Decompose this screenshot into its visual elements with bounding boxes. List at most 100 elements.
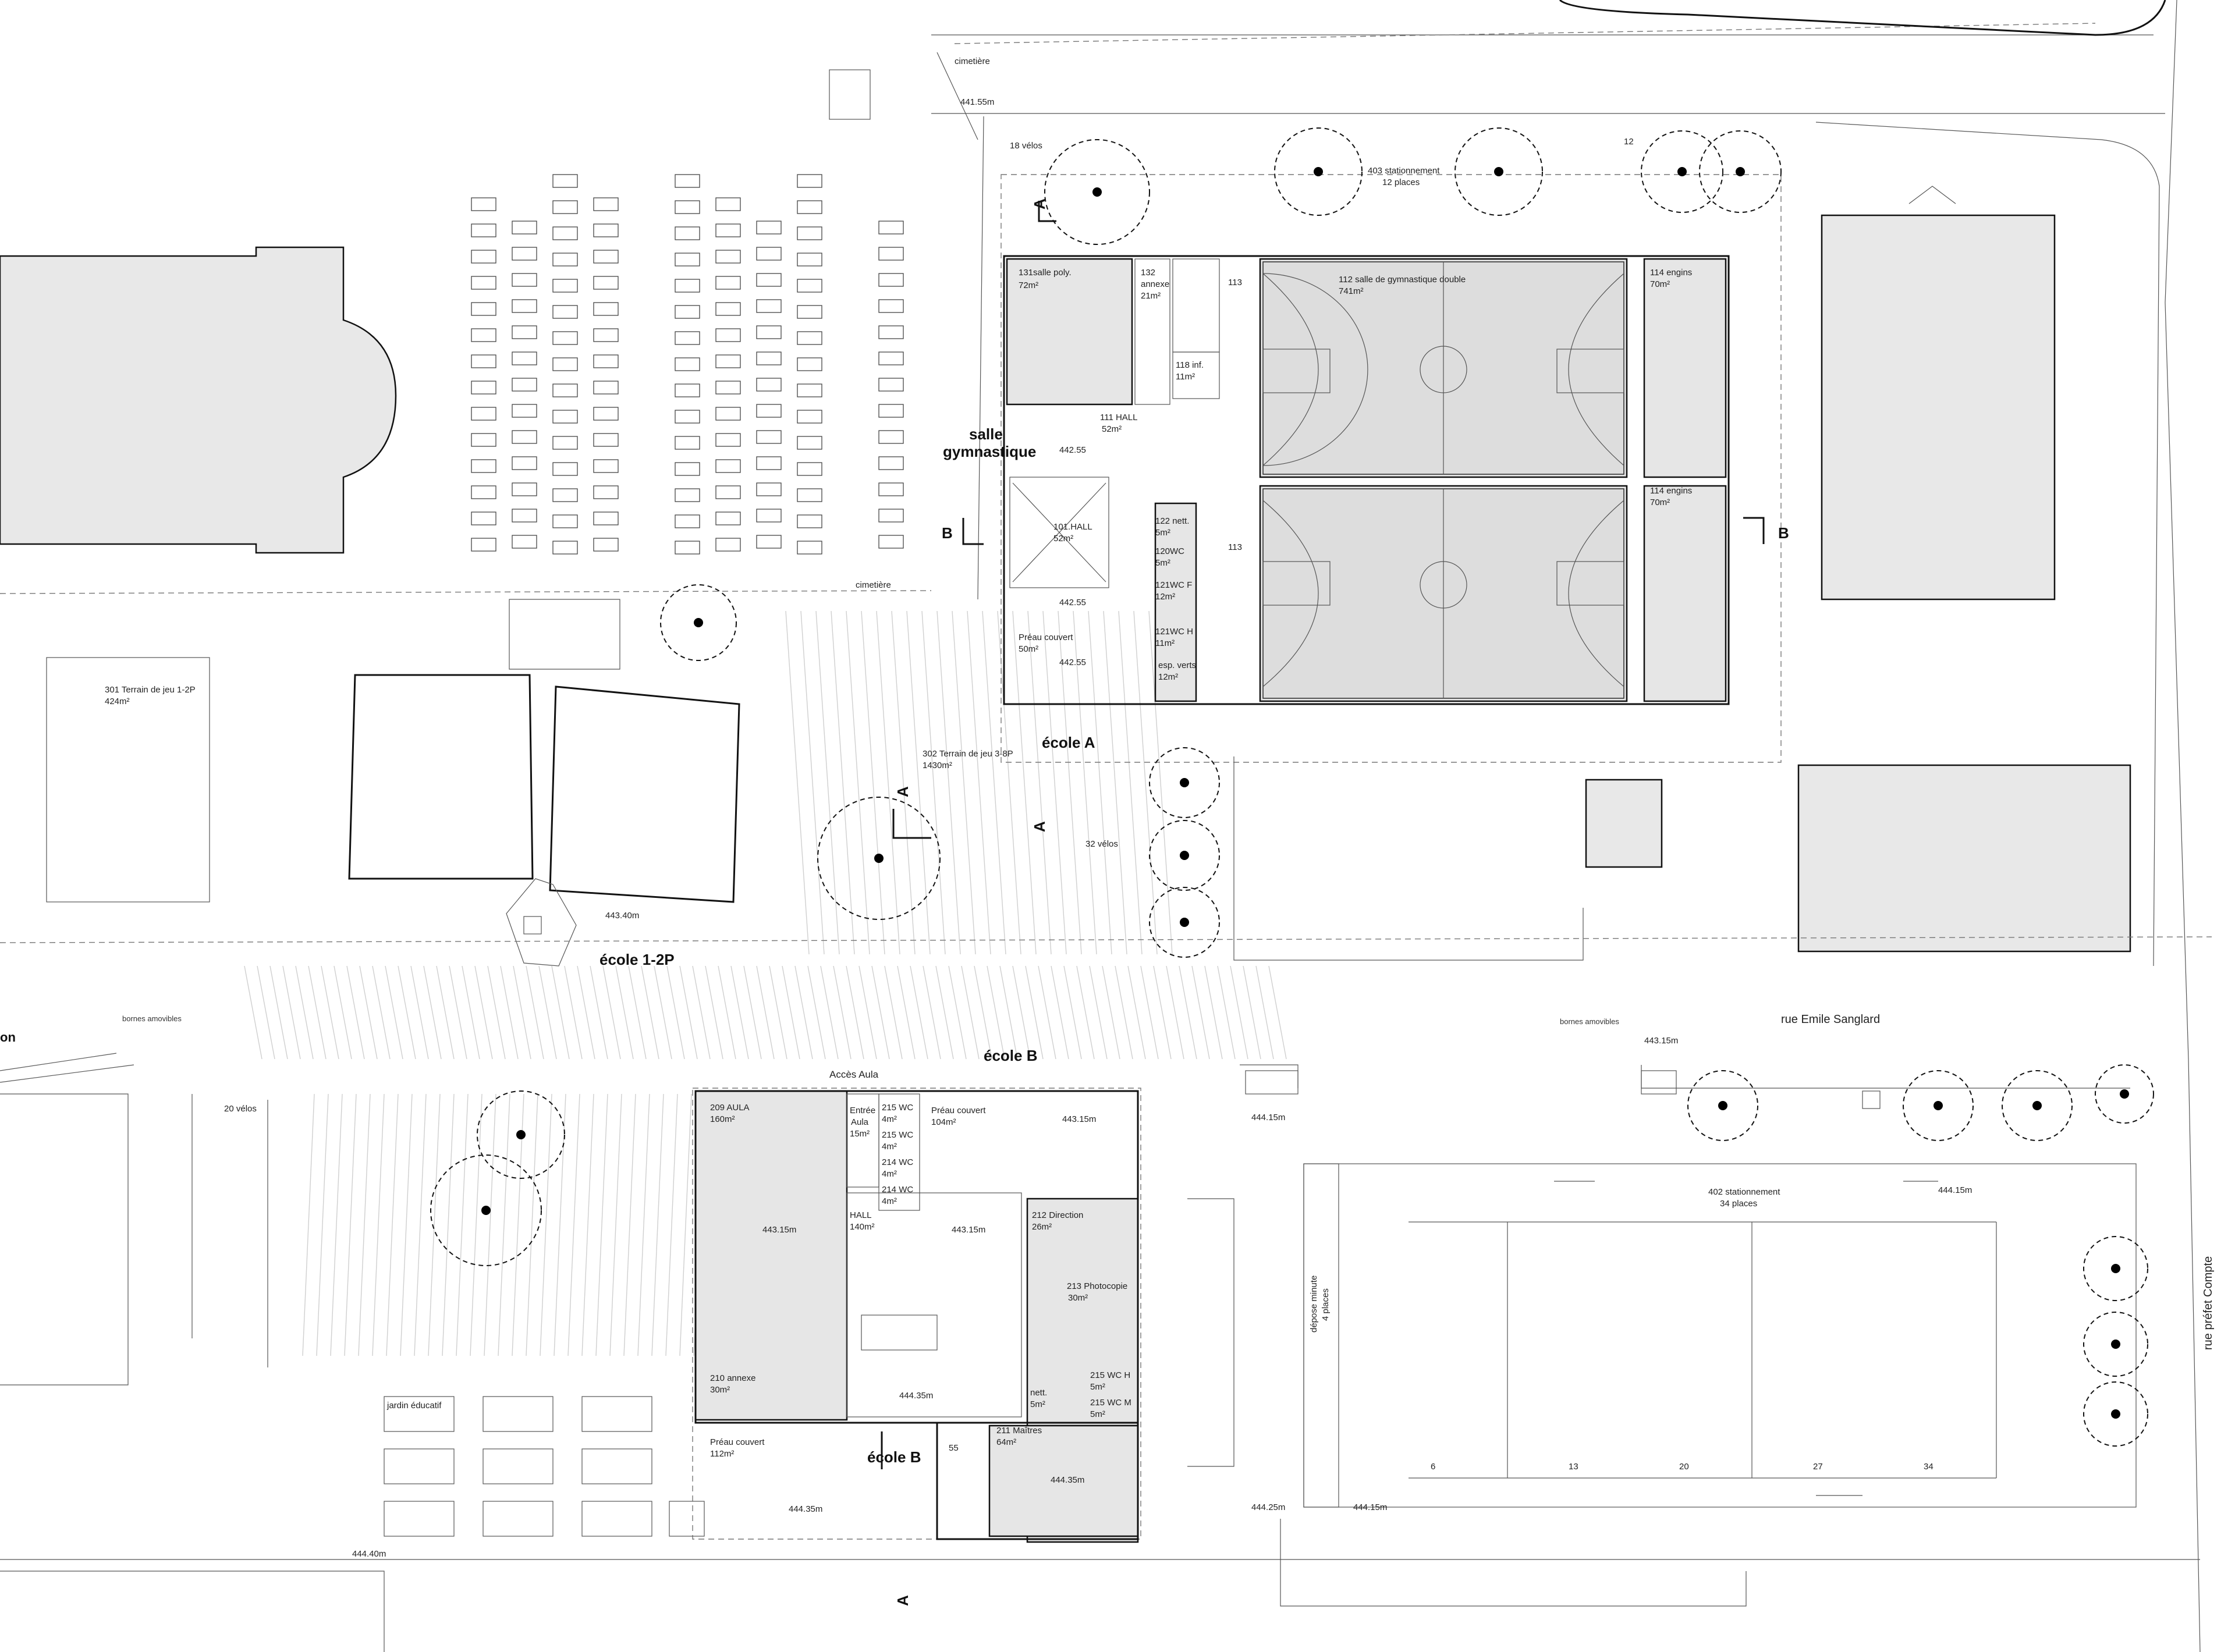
parking-num-27: 27 [1813,1462,1823,1472]
altitude-44425: 444.25m [1251,1502,1285,1512]
grave [756,221,782,235]
parking-403-count: 12 [1624,137,1634,147]
room-118-area: 11m² [1176,372,1195,382]
room-113-b: 113 [1228,542,1242,552]
room-210-area: 30m² [710,1385,730,1395]
parking-num-6: 6 [1431,1462,1435,1472]
ground-stripe [1088,610,1112,955]
altitude-b-a: 443.15m [1062,1114,1096,1124]
ground-stripe [1191,965,1210,1060]
ground-stripe [551,965,570,1060]
room-209-name: 209 AULA [710,1103,750,1113]
ground-stripe [295,965,314,1060]
preau-b2-name: Préau couvert [710,1437,765,1447]
section-a4: A [894,1595,911,1606]
grave [715,485,741,499]
grave [552,226,578,240]
room-101-area: 52m² [1053,534,1073,543]
labels: cimetière 441.55m 18 vélos 403 stationne… [0,56,2215,1606]
grave [675,514,700,528]
ground-stripe [564,965,583,1060]
room-114-name-2: 114 engins [1650,486,1692,496]
grave [797,488,822,502]
ground-stripe [743,965,762,1060]
room-101-name: 101.HALL [1053,522,1092,532]
ground-stripe [442,1093,455,1356]
grave [471,250,496,264]
grave [878,482,904,496]
ground-stripe [1268,965,1287,1060]
ground-stripe [1042,610,1067,955]
ground-stripe [456,1093,469,1356]
nett-name: nett. [1030,1388,1047,1398]
room-120-name: 120WC [1155,546,1184,556]
tree-canopy [1641,130,1723,213]
room-213-area: 30m² [1068,1293,1088,1303]
ground-stripe [1230,965,1248,1060]
grave [675,436,700,450]
tree-canopy [2083,1236,2148,1301]
grave [675,462,700,476]
grave [797,279,822,293]
ground-stripe [398,965,416,1060]
ground-stripe [1243,965,1261,1060]
altitude-44415-b: 444.15m [1938,1185,1972,1195]
parking-num-13: 13 [1569,1462,1578,1472]
tree-canopy [1699,130,1782,213]
grave [512,325,537,339]
altitude-b-f: 444.35m [789,1504,822,1514]
room-121h-name: 121WC H [1155,627,1193,637]
grave [552,253,578,267]
ground-stripe [538,965,557,1060]
grave [715,381,741,395]
ground-stripe [846,610,870,955]
grave [552,200,578,214]
tree-canopy [1903,1070,1974,1141]
tree-trunk [874,854,884,863]
grave [512,378,537,392]
room-121f-name: 121WC F [1155,580,1192,590]
ground-stripe [876,610,900,955]
grave [471,511,496,525]
grave [512,482,537,496]
grave [675,200,700,214]
grave [512,247,537,261]
room-132-sub: annexe [1141,279,1169,289]
tree-canopy [1687,1070,1758,1141]
salle-gym-label-1: salle [969,425,1003,443]
tree-trunk [2111,1340,2120,1349]
grave [512,299,537,313]
ground-stripe [257,965,275,1060]
school-a-building [1001,174,1782,763]
grave [715,250,741,264]
ground-stripe [386,1093,399,1356]
ground-stripe [952,610,976,955]
grave [471,485,496,499]
ground-stripe [526,965,544,1060]
preau-a-name: Préau couvert [1019,633,1073,642]
parking-402-places: 34 places [1720,1199,1757,1209]
ground-stripe [526,1093,538,1356]
ground-stripe [679,1093,692,1356]
ground-stripe [820,965,839,1060]
tree-trunk [1677,167,1687,176]
tree-trunk [2111,1264,2120,1273]
tree-canopy [2083,1381,2148,1447]
grave [593,250,619,264]
ground-stripe [1204,965,1223,1060]
grave [471,197,496,211]
ground-stripe [982,610,1006,955]
ground-stripe [974,965,992,1060]
grave [471,354,496,368]
ground-stripe [615,965,634,1060]
tree-canopy [2095,1064,2154,1124]
ground-stripe [921,610,946,955]
section-a3: A [1031,821,1048,832]
room-121h-area: 11m² [1155,638,1175,648]
grave [593,223,619,237]
ground-stripe [637,1093,650,1356]
grave [593,328,619,342]
grave [471,459,496,473]
ground-stripe [316,1093,329,1356]
ground-stripe [782,965,800,1060]
